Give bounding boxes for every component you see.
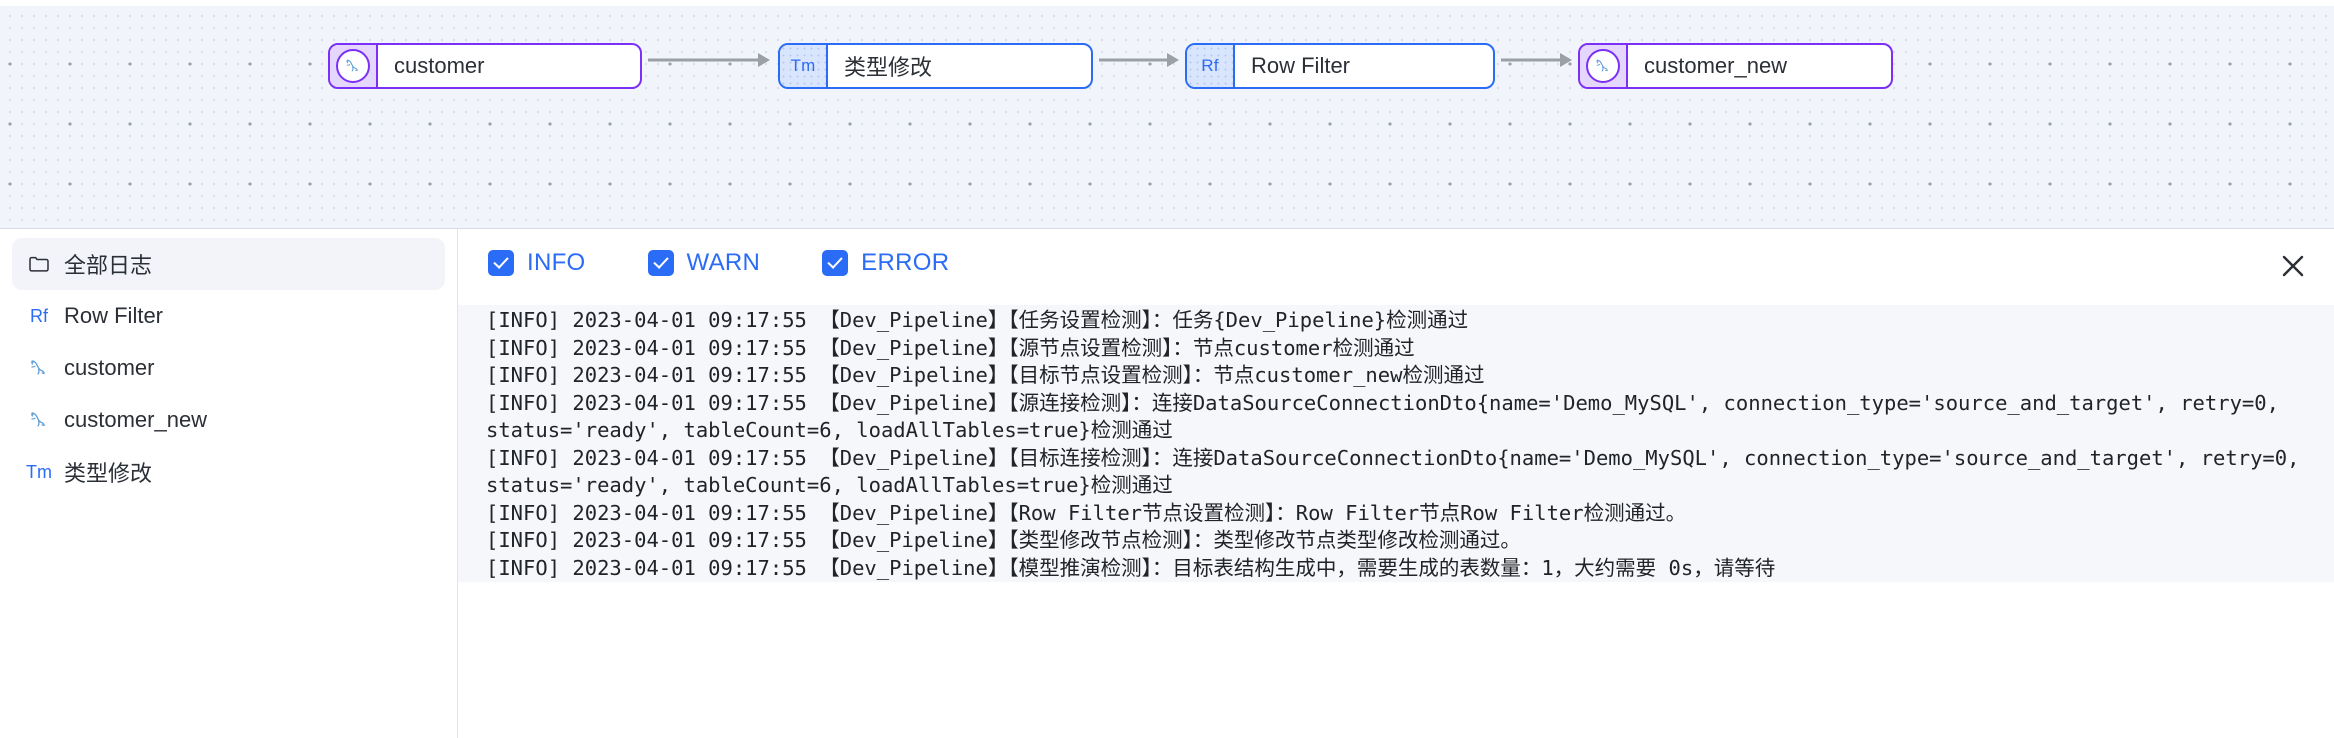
log-line: [INFO] 2023-04-01 09:17:55 【Dev_Pipeline…: [458, 499, 2334, 527]
sidebar-item-label: customer_new: [64, 407, 208, 432]
log-line: [INFO] 2023-04-01 09:17:55 【Dev_Pipeline…: [458, 527, 2334, 555]
node-abbr-text: Tm: [790, 56, 816, 75]
mysql-dolphin-icon: [330, 45, 378, 87]
log-line: [INFO] 2023-04-01 09:17:55 【Dev_Pipeline…: [458, 362, 2334, 390]
sidebar-item-label: customer: [64, 355, 155, 380]
checkbox-info[interactable]: [488, 250, 514, 276]
canvas-node-customer[interactable]: customer: [328, 43, 642, 89]
edge-layer: [648, 53, 1572, 67]
log-filter-info[interactable]: INFO: [488, 249, 586, 277]
log-line: [INFO] 2023-04-01 09:17:55 【Dev_Pipeline…: [458, 334, 2334, 362]
mysql-dolphin-icon: [1580, 45, 1628, 87]
sidebar-item-all-logs[interactable]: 全部日志: [12, 238, 445, 290]
node-abbr-text: Rf: [30, 305, 48, 326]
folder-icon: [26, 254, 52, 274]
canvas-node-row-filter[interactable]: Rf Row Filter: [1185, 43, 1495, 89]
log-filter-label: INFO: [527, 249, 586, 276]
mysql-dolphin-icon: [26, 356, 52, 380]
canvas-node-label: customer: [394, 53, 485, 78]
sidebar-item-类型修改[interactable]: Tm 类型修改: [12, 446, 445, 498]
log-filter-warn[interactable]: WARN: [647, 249, 761, 277]
close-icon[interactable]: [2274, 247, 2312, 285]
node-abbr-icon: Rf: [26, 306, 52, 327]
log-level-filter-toolbar[interactable]: INFO WARN ERROR: [458, 229, 2334, 297]
canvas-node-label: Row Filter: [1251, 53, 1351, 78]
log-line: [INFO] 2023-04-01 09:17:55 【Dev_Pipeline…: [458, 389, 2334, 445]
node-abbr-icon: Tm: [26, 462, 52, 483]
log-line: [INFO] 2023-04-01 09:17:55 【Dev_Pipeline…: [458, 554, 2334, 582]
sidebar-item-customer[interactable]: customer: [12, 342, 445, 394]
log-filter-error[interactable]: ERROR: [822, 249, 949, 277]
sidebar-item-customer_new[interactable]: customer_new: [12, 394, 445, 446]
checkbox-error[interactable]: [822, 250, 849, 276]
node-abbr-text: Tm: [26, 461, 52, 482]
sidebar-item-label: 全部日志: [64, 253, 153, 278]
canvas-node-label: 类型修改: [844, 55, 933, 80]
sidebar-item-label: Row Filter: [64, 303, 164, 328]
sidebar-item-row-filter[interactable]: Rf Row Filter: [12, 290, 445, 342]
pipeline-canvas[interactable]: customer Tm 类型修改 Rf Row Filter customer_new: [0, 6, 2334, 229]
canvas-node-label: customer_new: [1644, 53, 1788, 78]
node-abbr-icon: Tm: [780, 45, 828, 87]
canvas-node-type-modify[interactable]: Tm 类型修改: [778, 43, 1093, 89]
checkbox-warn[interactable]: [647, 250, 674, 276]
log-line: [INFO] 2023-04-01 09:17:55 【Dev_Pipeline…: [458, 305, 2334, 335]
mysql-dolphin-icon: [26, 408, 52, 432]
log-line: [INFO] 2023-04-01 09:17:55 【Dev_Pipeline…: [458, 444, 2334, 500]
log-output[interactable]: [INFO] 2023-04-01 09:17:55 【Dev_Pipeline…: [458, 297, 2334, 738]
canvas-node-customer-new[interactable]: customer_new: [1578, 43, 1893, 89]
node-abbr-icon: Rf: [1187, 45, 1235, 87]
log-panel: INFO WARN ERROR [INFO] 2023-04-01 09:17:55…: [458, 229, 2334, 738]
node-abbr-text: Rf: [1201, 56, 1219, 75]
log-filter-label: ERROR: [861, 249, 950, 276]
log-filter-label: WARN: [686, 249, 761, 276]
sidebar-item-label: 类型修改: [64, 461, 153, 486]
